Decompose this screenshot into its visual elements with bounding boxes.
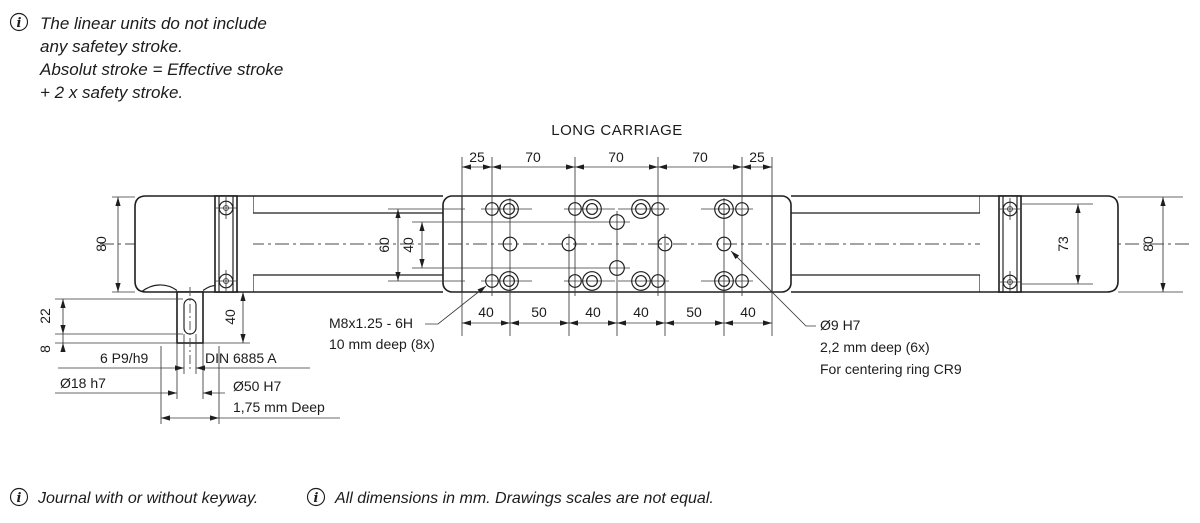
note-top-line2: any safetey stroke. [40, 37, 183, 56]
note-top-line4: + 2 x safety stroke. [40, 83, 183, 102]
thread-holes-top-row [485, 199, 749, 219]
dim-bottom-5: 50 [686, 304, 702, 320]
dim-rows-inner: 40 [400, 237, 416, 253]
dim-bottom-3: 40 [585, 304, 601, 320]
note-top-line1: The linear units do not include [40, 14, 267, 33]
callout-centering-line1: Ø9 H7 [820, 317, 861, 333]
note-bottom-right-text: All dimensions in mm. Drawings scales ar… [334, 490, 714, 507]
dim-bottom-6: 40 [740, 304, 756, 320]
note-top: i The linear units do not include any sa… [9, 12, 283, 102]
dim-key-end-offset: 8 [37, 345, 53, 353]
dim-top-4: 70 [692, 149, 708, 165]
info-icon [9, 487, 29, 507]
thread-holes-bottom-row [485, 271, 749, 291]
dim-height-left: 80 [93, 236, 109, 252]
main-view [100, 157, 1192, 424]
long-carriage-plate [412, 157, 792, 336]
dim-height-right-outer: 80 [1140, 236, 1156, 252]
info-icon-glyph: i [314, 491, 319, 506]
callout-recess-dia: Ø50 H7 [233, 378, 281, 394]
dim-top-5: 25 [749, 149, 765, 165]
leader-centering-callout [730, 250, 816, 327]
dim-top-1: 25 [469, 149, 485, 165]
centering-holes [502, 214, 732, 276]
journal-shaft [160, 287, 220, 424]
note-bottom-right: i All dimensions in mm. Drawings scales … [306, 487, 714, 507]
screw-top-right [999, 198, 1021, 220]
info-icon-glyph: i [17, 16, 22, 31]
callout-key-width: 6 P9/h9 [100, 350, 148, 366]
dim-bottom-4: 40 [633, 304, 649, 320]
dim-height-right-inner: 73 [1055, 236, 1071, 252]
callout-thread-line1: M8x1.25 - 6H [329, 315, 413, 331]
note-bottom-left-text: Journal with or without keyway. [37, 490, 258, 507]
screw-top-left [215, 197, 237, 219]
note-top-line3: Absolut stroke = Effective stroke [39, 60, 283, 79]
callout-centering-line3: For centering ring CR9 [820, 361, 962, 377]
callout-key-standard: DIN 6885 A [205, 350, 277, 366]
note-bottom-left: i Journal with or without keyway. [9, 487, 258, 507]
right-end-block [980, 195, 1119, 293]
dim-key-length: 22 [37, 308, 53, 324]
dim-top-3: 70 [608, 149, 624, 165]
callout-thread-line2: 10 mm deep (8x) [329, 336, 435, 352]
dim-bottom-2: 50 [531, 304, 547, 320]
callout-recess-depth: 1,75 mm Deep [233, 399, 325, 415]
info-icon-glyph: i [17, 491, 22, 506]
info-icon [9, 12, 29, 32]
callout-centering-line2: 2,2 mm deep (6x) [820, 339, 930, 355]
leader-thread-callout [425, 285, 487, 325]
screw-bottom-right [999, 271, 1021, 293]
left-end-block [134, 195, 253, 293]
dim-bottom-1: 40 [478, 304, 494, 320]
screw-bottom-left [215, 270, 237, 292]
dim-journal-length: 40 [222, 309, 238, 325]
info-icon [306, 487, 326, 507]
view-title: LONG CARRIAGE [551, 122, 683, 139]
dim-rows-outer: 60 [376, 237, 392, 253]
dim-top-2: 70 [525, 149, 541, 165]
dimensions: 25 70 70 70 25 40 50 40 40 50 40 80 60 4… [37, 149, 1183, 421]
callout-journal-dia: Ø18 h7 [60, 375, 106, 391]
